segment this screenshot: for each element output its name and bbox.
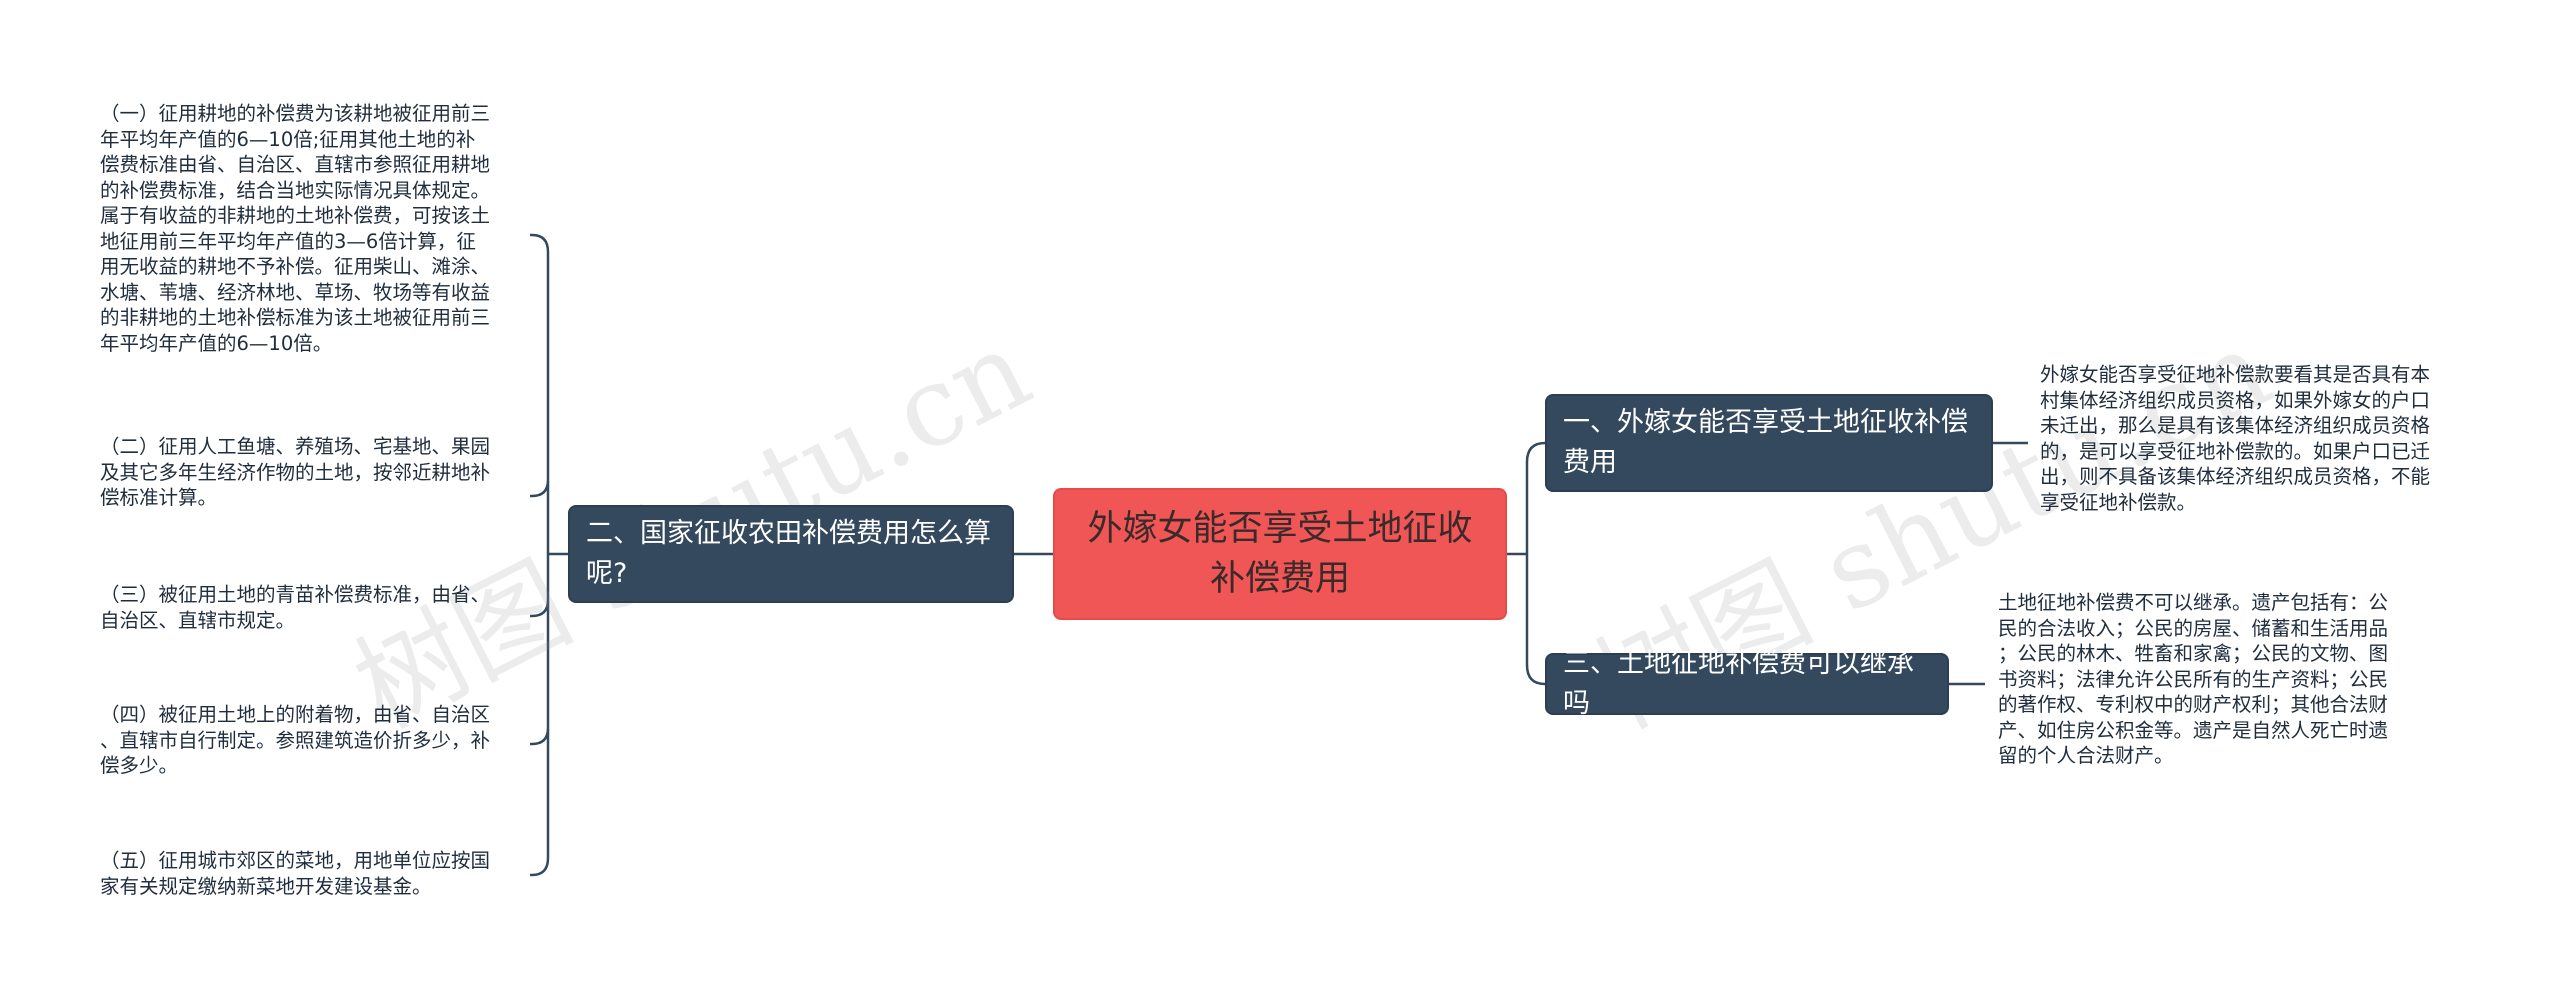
branch-3-leaf-text: 土地征地补偿费不可以继承。遗产包括有：公 民的合法收入；公民的房屋、储蓄和生活用… <box>1998 591 2389 767</box>
branch-1-leaf-text: 外嫁女能否享受征地补偿款要看其是否具有本 村集体经济组织成员资格，如果外嫁女的户… <box>2040 363 2431 514</box>
connector-b2-leaves <box>530 233 568 877</box>
branch-1-label: 一、外嫁女能否享受土地征收补偿费用 <box>1563 407 1968 478</box>
root-topic[interactable]: 外嫁女能否享受土地征收补偿费用 <box>1053 488 1507 620</box>
branch-1-node[interactable]: 一、外嫁女能否享受土地征收补偿费用 <box>1545 394 1993 492</box>
branch-3-label: 三、土地征地补偿费可以继承吗 <box>1563 648 1914 719</box>
branch-2-leaf-1: （一）征用耕地的补偿费为该耕地被征用前三 年平均年产值的6—10倍;征用其他土地… <box>100 102 491 355</box>
branch-2-leaf-4: （四）被征用土地上的附着物，由省、自治区 、直辖市自行制定。参照建筑造价折多少，… <box>100 703 491 777</box>
branch-2-leaf-3: （三）被征用土地的青苗补偿费标准，由省、 自治区、直辖市规定。 <box>100 583 491 632</box>
root-topic-label: 外嫁女能否享受土地征收补偿费用 <box>1087 509 1473 599</box>
connector-root-right <box>1507 441 1546 686</box>
branch-2-leaf-2: （二）征用人工鱼塘、养殖场、宅基地、果园 及其它多年生经济作物的土地，按邻近耕地… <box>100 435 491 509</box>
branch-2-leaf-5: （五）征用城市郊区的菜地，用地单位应按国 家有关规定缴纳新菜地开发建设基金。 <box>100 849 491 898</box>
branch-2-label: 二、国家征收农田补偿费用怎么算呢? <box>586 518 991 589</box>
branch-2-node[interactable]: 二、国家征收农田补偿费用怎么算呢? <box>568 505 1014 603</box>
branch-3-node[interactable]: 三、土地征地补偿费可以继承吗 <box>1545 648 1949 719</box>
